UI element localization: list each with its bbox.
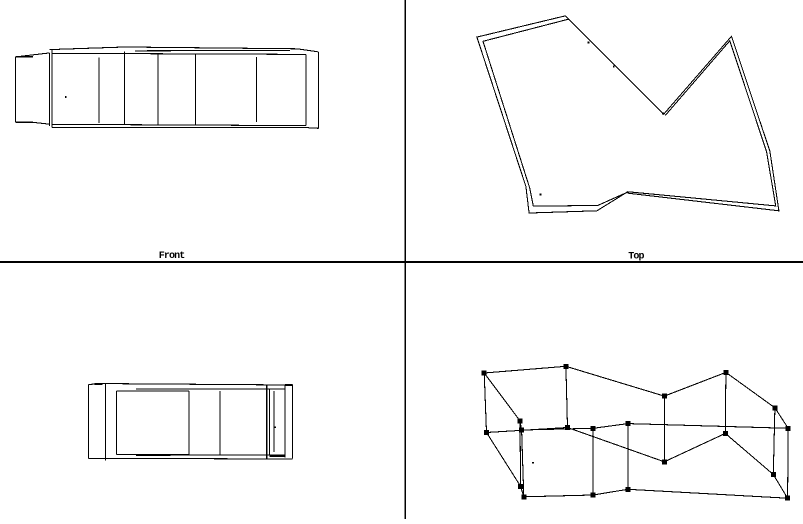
svg-text:Front: Front: [159, 251, 185, 262]
svg-text:Top: Top: [628, 252, 644, 263]
